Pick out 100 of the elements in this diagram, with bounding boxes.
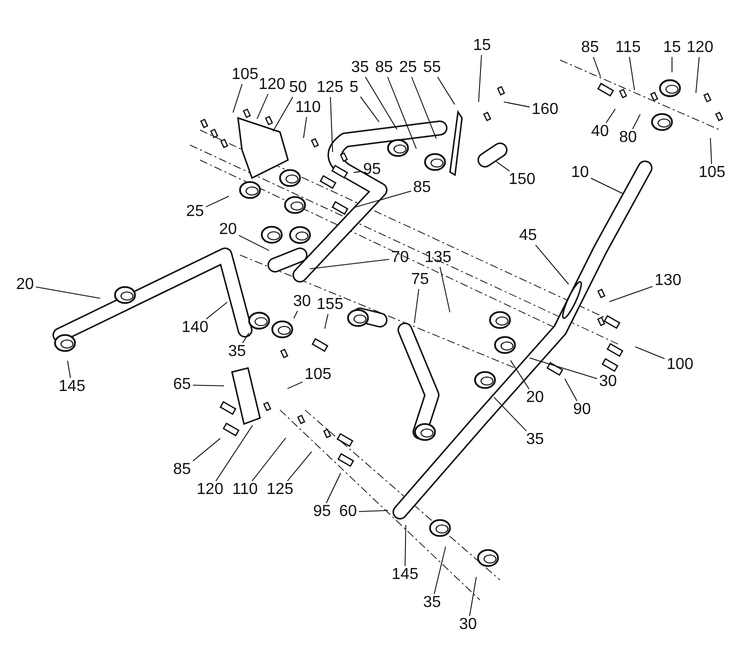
callout-number: 5 [350,80,358,96]
callout-number: 70 [391,250,409,266]
leader-line [440,266,450,313]
callout-number: 95 [363,162,381,178]
leader-line [710,138,712,164]
callout-number: 95 [313,504,331,520]
callout-number: 45 [519,228,537,244]
callout-number: 15 [663,40,681,56]
leader-line [256,94,268,120]
callout-number: 105 [698,165,726,181]
callout-number: 15 [473,38,491,54]
leader-line [478,54,482,102]
callout-number: 135 [424,250,452,266]
leader-line [592,56,601,78]
callout-number: 125 [316,80,344,96]
callout-number: 130 [654,273,682,289]
leader-line [286,451,312,482]
leader-line [238,234,270,251]
leader-line [535,244,570,285]
leader-line [67,360,71,378]
callout-number: 85 [173,462,191,478]
callout-number: 20 [16,277,34,293]
callout-number: 140 [182,320,208,336]
leader-line [287,381,304,390]
callout-number: 85 [413,180,431,196]
callout-number: 110 [295,100,321,116]
leader-line [606,108,616,124]
callout-number: 65 [173,377,191,393]
leader-line [437,76,456,105]
callout-number: 155 [316,297,344,313]
callout-number: 145 [392,567,418,583]
callout-number: 60 [339,504,357,520]
leader-line [252,437,286,482]
leader-line [242,332,250,344]
callout-number: 55 [423,60,441,76]
leader-line [309,258,390,270]
leader-line [330,96,334,152]
leader-line [469,576,477,616]
callout-number: 90 [573,402,591,418]
callout-number: 160 [532,102,558,118]
leader-line [634,346,666,360]
callout-number: 120 [686,40,714,56]
leader-line [404,524,406,566]
leader-line [360,96,380,122]
leader-line [503,101,530,108]
leader-line [206,302,228,320]
leader-line [293,310,298,319]
callout-number: 35 [423,595,441,611]
leader-line [353,171,362,173]
leader-line [192,384,224,386]
leader-line [205,196,230,208]
callout-number: 30 [599,374,617,390]
callout-number: 100 [666,357,694,373]
leader-line [628,56,635,91]
leader-line [232,84,243,113]
leader-line [493,396,527,432]
callout-number: 115 [615,40,641,56]
leader-line [608,286,654,302]
callout-number: 125 [266,482,294,498]
callout-number: 120 [196,482,224,498]
leader-line [564,378,578,402]
callout-number: 105 [304,367,332,383]
callout-number: 150 [508,172,536,188]
callout-number: 20 [526,390,544,406]
leader-line [215,424,253,482]
callout-number: 35 [351,60,369,76]
callout-number: 35 [228,344,246,360]
leader-line [590,178,624,194]
callout-number: 50 [289,80,307,96]
callout-number: 80 [619,130,637,146]
callout-number: 35 [526,432,544,448]
callout-number: 20 [219,222,237,238]
leader-line [326,472,342,504]
leader-line [387,76,417,150]
callout-number: 110 [232,482,258,498]
callout-number: 30 [459,617,477,633]
callout-number: 120 [258,77,286,93]
callout-number: 10 [571,165,589,181]
callout-number: 40 [591,124,609,140]
leader-line [632,114,641,130]
callout-number: 30 [293,294,311,310]
leader-line [411,76,437,140]
callout-number: 25 [186,204,204,220]
callout-number: 85 [581,40,599,56]
leader-line [354,190,412,208]
leader-line [529,357,598,380]
leader-line [695,56,700,94]
leader-line [510,360,530,390]
leader-line [434,546,446,594]
leader-line [35,286,101,299]
leader-line [272,96,294,132]
callout-number: 145 [58,379,86,395]
callout-number: 85 [375,60,393,76]
callout-number: 105 [232,67,258,83]
leader-line [364,76,398,130]
leader-line [324,314,328,330]
callout-number: 25 [399,60,417,76]
leader-line [358,510,388,512]
leader-line [192,438,221,462]
leader-line [414,288,420,324]
